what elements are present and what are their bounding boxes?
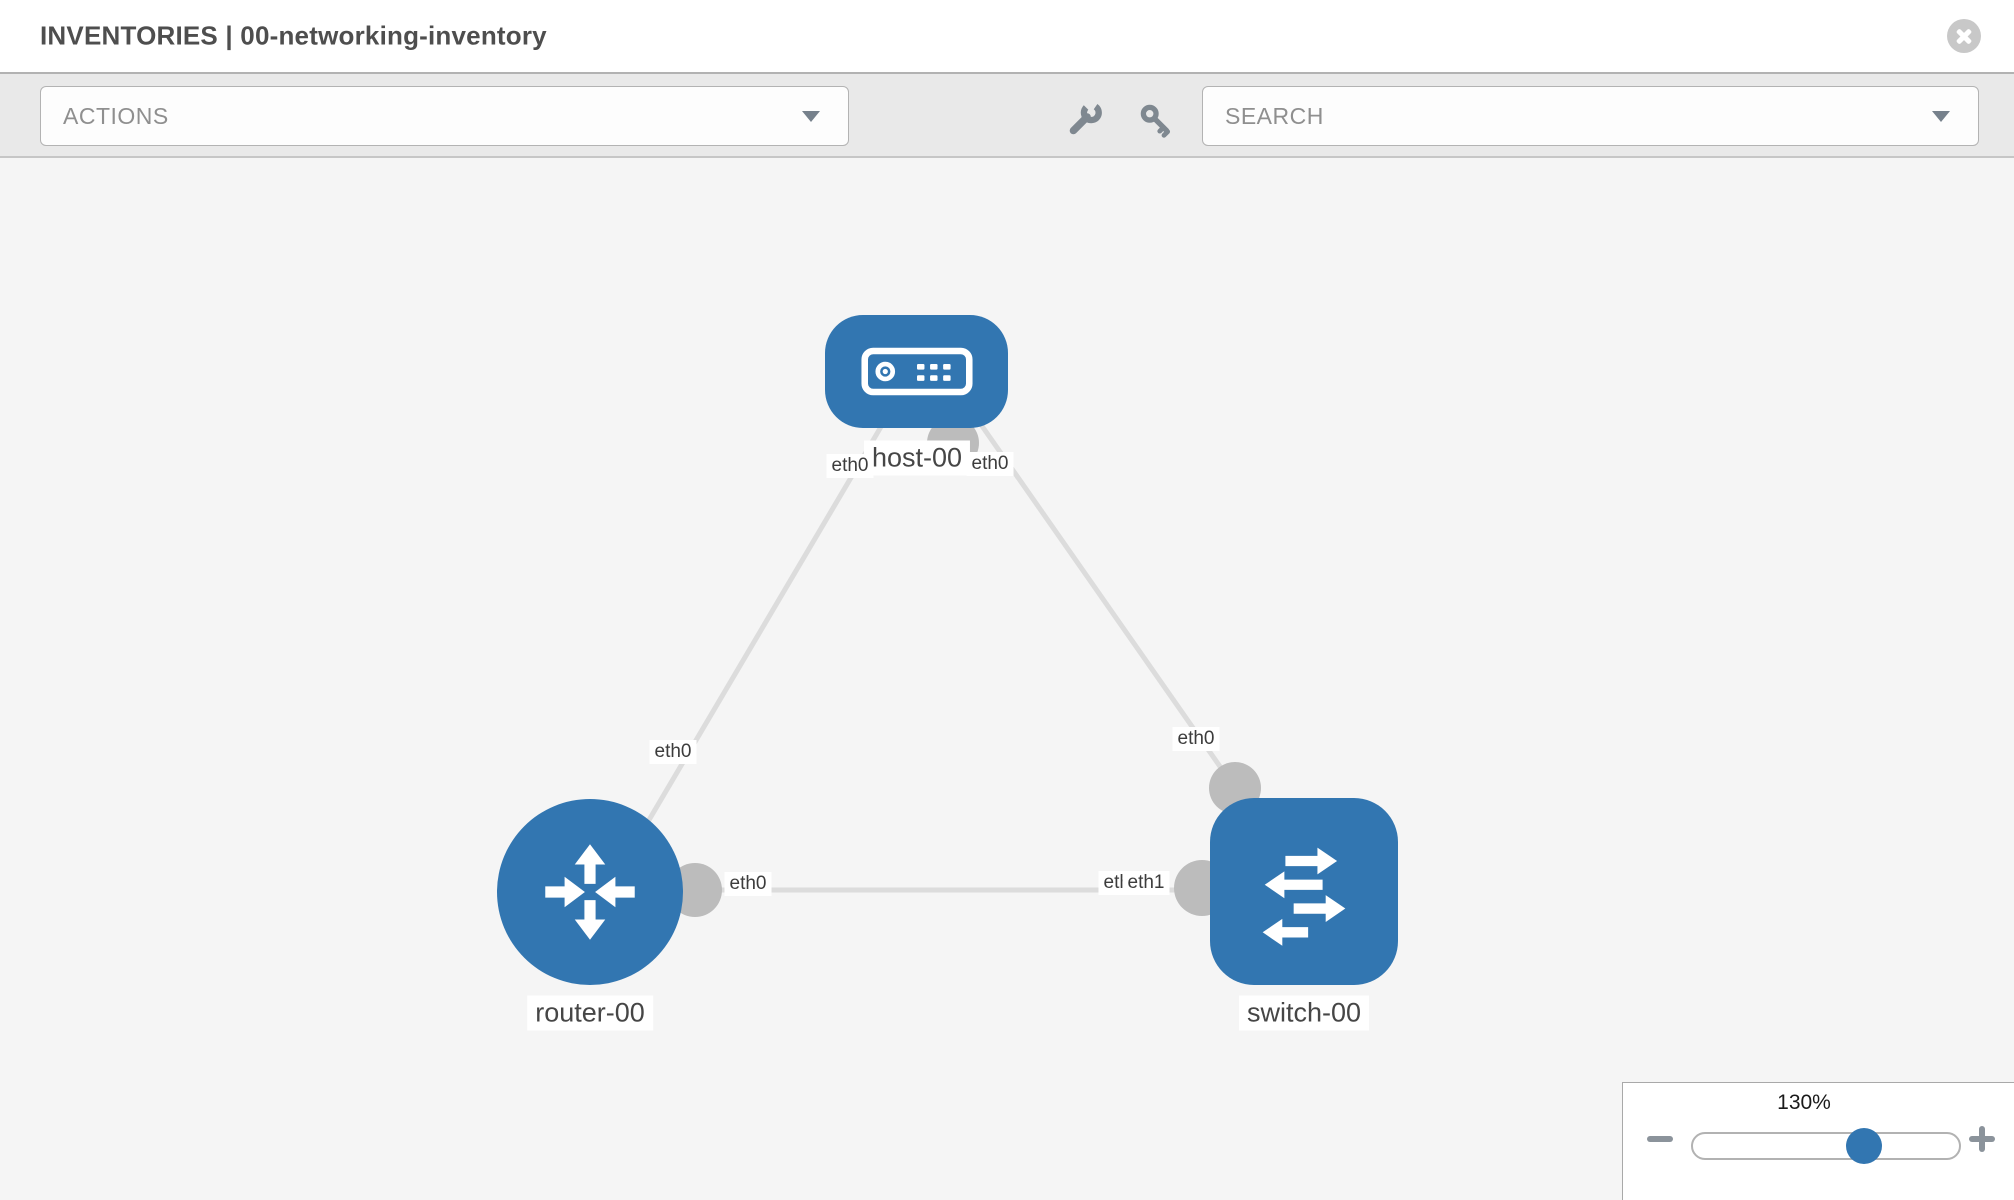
actions-dropdown[interactable]: ACTIONS [40,86,849,146]
page-title: INVENTORIES | 00-networking-inventory [40,20,547,51]
host-icon [860,347,973,396]
close-icon[interactable] [1947,19,1981,53]
port-label-eth1: eth1 [1122,871,1170,895]
topology-links-layer [590,414,1261,917]
router-icon [545,844,635,940]
zoom-level-label: 130% [1777,1091,1831,1114]
node-label-router-00: router-00 [527,995,653,1031]
node-label-switch-00: switch-00 [1238,995,1370,1031]
node-host-00[interactable] [825,315,1008,428]
zoom-in-icon[interactable] [1967,1123,1997,1153]
node-label-host-00: host-00 [863,440,971,476]
chevron-down-icon [1932,111,1950,122]
switch-icon [1262,847,1346,946]
node-router-00[interactable] [497,799,683,985]
port-label-eth0: eth0 [724,872,772,896]
zoom-slider-thumb[interactable] [1845,1128,1882,1164]
link-host-00-switch-00[interactable] [972,414,1238,790]
port-label-eth0: eth0 [649,740,697,764]
header-bar: INVENTORIES | 00-networking-inventory [0,0,2014,72]
node-switch-00[interactable] [1210,798,1398,985]
search-box[interactable] [1202,86,1979,146]
toolbar: ACTIONS [0,72,2014,158]
zoom-out-icon[interactable] [1645,1123,1675,1153]
wrench-icon[interactable] [1066,100,1104,138]
search-input[interactable] [1225,102,1865,130]
chevron-down-icon [802,111,820,122]
topology-canvas[interactable]: 130% host-00 router-00 [0,158,2014,1200]
key-icon[interactable] [1136,100,1174,138]
port-label-eth0: eth0 [966,452,1014,476]
zoom-panel: 130% [1622,1082,2014,1200]
port-label-eth0: eth0 [826,454,874,478]
zoom-slider-track[interactable] [1691,1132,1961,1160]
actions-dropdown-label: ACTIONS [63,102,169,129]
port-label-eth0: eth0 [1172,727,1220,751]
